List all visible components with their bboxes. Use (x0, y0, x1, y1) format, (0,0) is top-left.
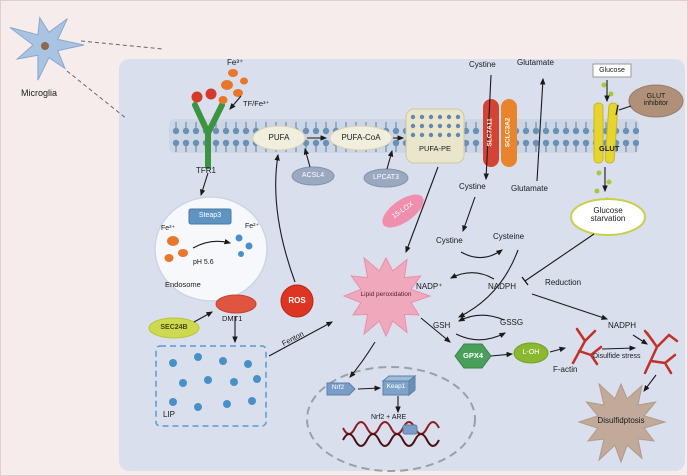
iron-red-dot (205, 88, 217, 100)
gsh-label: GSH (433, 321, 451, 330)
dna-helix (342, 421, 440, 447)
lip-label: LIP (163, 410, 176, 419)
nrf2-label: Nrf2 (331, 384, 345, 391)
endosome-vesicle (154, 196, 268, 302)
arrows (192, 74, 657, 414)
sclc3a2-transporter (501, 99, 517, 167)
lox15-oval (382, 194, 424, 228)
glut-inhibitor-label: GLUT inhibitor (643, 93, 669, 108)
loh-oval (513, 342, 549, 364)
cystine-below-label: Cystine (459, 182, 486, 191)
glucose-box (592, 63, 632, 78)
lpcat3-oval (363, 168, 409, 188)
nadph-right-label: NADPH (608, 321, 637, 330)
ph-label: pH 5.6 (193, 259, 214, 266)
glucose-starvation-label: Glucose starvation (590, 206, 626, 224)
lip-pool (155, 345, 267, 427)
endosome-label: Endosome (165, 280, 201, 289)
glut-label: GLUT (599, 144, 620, 153)
glut-transporter (593, 102, 619, 164)
sec24b-label: SEC24B (160, 324, 188, 331)
iron-red-dot (191, 91, 203, 103)
steap3-label: Steap3 (198, 212, 222, 219)
glut-inhibitor-line (618, 105, 632, 111)
disulfidptosis-burst (577, 382, 667, 464)
dmt1-oval (215, 294, 257, 314)
tfr1-label: TFR1 (196, 166, 216, 175)
pufa-coa-oval (329, 125, 393, 151)
glucose-starvation-oval (570, 198, 646, 236)
fe2-label: Fe²⁺ (245, 223, 260, 230)
lipid-peroxidation-label: Lipid peroxidation (360, 291, 412, 298)
nadph-label: NADPH (488, 282, 517, 291)
glutamate-below-label: Glutamate (511, 184, 548, 193)
glucose-label: Glucose (599, 67, 625, 74)
glut-inhibitor-tbar (615, 104, 619, 116)
pufa-pe-label: PUFA-PE (418, 144, 452, 153)
factin-right (643, 329, 679, 375)
gssg-label: GSSG (500, 318, 524, 327)
fe3-endosome-label: Fe³⁺ (161, 225, 176, 232)
pufa-coa-label: PUFA-CoA (341, 133, 381, 142)
dmt1-label: DMT1 (222, 314, 243, 323)
ros-label: ROS (288, 296, 306, 305)
factin-left (571, 327, 603, 366)
acsl4-oval (291, 166, 335, 186)
cysteine-label: Cysteine (493, 232, 525, 241)
lipid-peroxidation-burst (342, 256, 432, 338)
nrf2-are-label: Nrf2 + ARE (371, 414, 407, 421)
glutamate-top-label: Glutamate (517, 58, 554, 67)
tfr1-receptor (192, 102, 225, 169)
microglia-label: Microglia (21, 88, 58, 98)
gpx4-label: GPX4 (462, 351, 483, 360)
ros-circle (280, 284, 314, 318)
pufa-pe-block (405, 108, 465, 164)
microglia-nucleus-dot (41, 42, 49, 50)
acsl4-label: ACSL4 (301, 172, 325, 179)
nucleus-outline (306, 366, 476, 472)
fe3-top-label: Fe³⁺ (227, 58, 244, 67)
disulfidptosis-label: Disulfidptosis (597, 416, 645, 425)
glut-inhibitor-oval (628, 84, 684, 118)
pufa-oval (252, 125, 306, 151)
reduction-label: Reduction (545, 278, 582, 287)
lip-iron-dots (169, 353, 261, 411)
loh-label: L-OH (522, 349, 540, 356)
nrf2-tag (326, 382, 356, 396)
slc7a11-label: SLC7A11 (486, 118, 494, 147)
keap1-label: Keap1 (386, 383, 406, 390)
sclc3a2-label: SCLC3A2 (504, 117, 512, 148)
tf-fe3-label: TF/Fe³⁺ (243, 99, 270, 108)
disulfide-stress-label: Disulfide stress (593, 353, 641, 360)
factin-label: F-actin (553, 365, 578, 374)
endosome-fe2-dots (235, 234, 253, 257)
cystine-mid-label: Cystine (436, 236, 463, 245)
zoom-dashed-line-top (80, 40, 164, 50)
sec24b-oval (148, 317, 200, 339)
keap1-box (381, 374, 417, 397)
lpcat3-label: LPCAT3 (373, 174, 399, 181)
transferrin-blobs (218, 69, 248, 104)
endosome-fe3-blobs (164, 236, 188, 262)
nadp-label: NADP⁺ (416, 282, 443, 291)
plasma-membrane-lipids (169, 119, 639, 153)
steap3-box (188, 208, 232, 225)
zoom-dashed-line-bottom (66, 70, 128, 120)
pufa-label: PUFA (268, 133, 290, 142)
cystine-top-label: Cystine (469, 60, 496, 69)
